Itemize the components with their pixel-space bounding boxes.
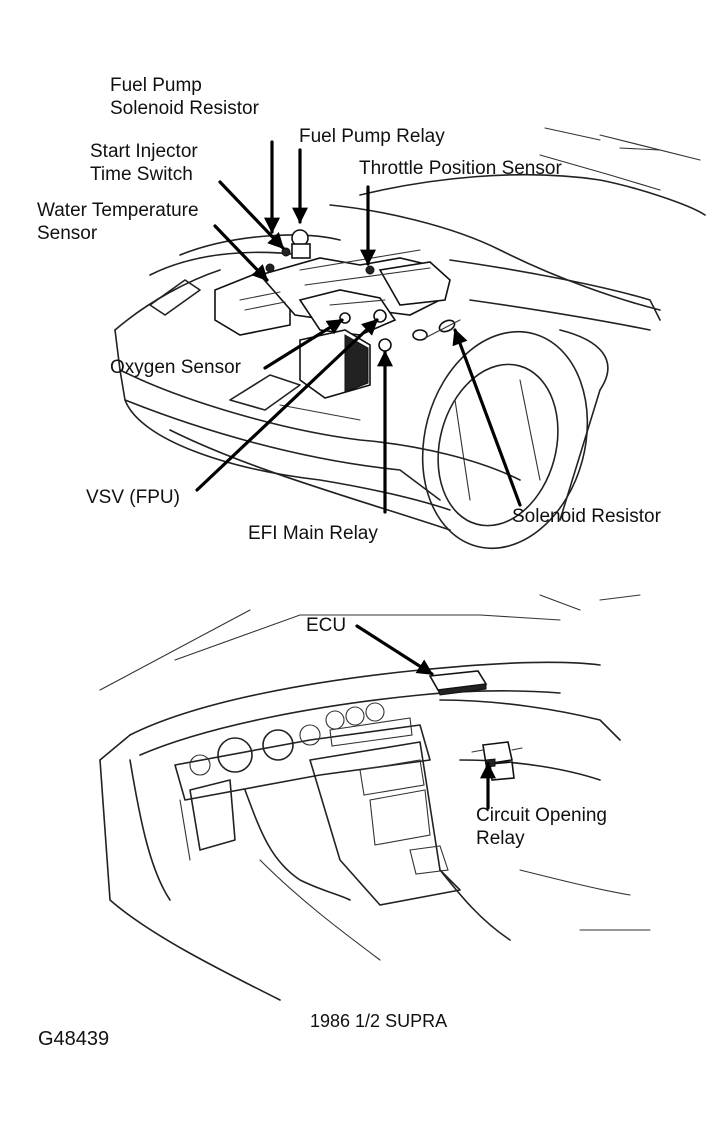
figure-caption: 1986 1/2 SUPRA <box>310 1011 448 1031</box>
leader-vsv-fpu <box>195 318 379 492</box>
leader-water-temperature-sensor <box>213 224 269 282</box>
label-oxygen-sensor: Oxygen Sensor <box>110 357 241 378</box>
label-start-injector-time-switch: Start Injector Time Switch <box>90 140 198 186</box>
label-line: Relay <box>476 828 525 849</box>
label-line: Water Temperature <box>37 200 199 221</box>
label-water-temperature-sensor: Water Temperature Sensor <box>37 199 199 245</box>
label-vsv-fpu: VSV (FPU) <box>86 487 180 508</box>
figure-id: G48439 <box>38 1028 110 1050</box>
label-line: Solenoid Resistor <box>110 98 259 119</box>
label-circuit-opening-relay: Circuit Opening Relay <box>476 804 607 850</box>
car-front-illustration <box>114 127 706 550</box>
label-fuel-pump-solenoid-resistor: Fuel Pump Solenoid Resistor <box>110 74 259 120</box>
leader-start-injector-time-switch <box>218 180 285 250</box>
label-line: Start Injector <box>90 141 198 162</box>
leader-solenoid-resistor <box>452 328 522 507</box>
leader-lines-engine <box>195 140 522 514</box>
label-line: Sensor <box>37 223 98 244</box>
dashboard-illustration <box>99 594 651 1001</box>
label-solenoid-resistor: Solenoid Resistor <box>512 506 661 527</box>
leader-lines-dash <box>355 624 496 810</box>
leader-oxygen-sensor <box>263 318 344 370</box>
label-efi-main-relay: EFI Main Relay <box>248 523 378 544</box>
label-line: Fuel Pump <box>110 75 202 96</box>
label-throttle-position-sensor: Throttle Position Sensor <box>359 158 562 179</box>
label-fuel-pump-relay: Fuel Pump Relay <box>299 126 445 147</box>
label-line: Circuit Opening <box>476 805 607 826</box>
label-line: Time Switch <box>90 164 193 185</box>
leader-ecu <box>355 624 434 676</box>
label-ecu: ECU <box>306 615 347 636</box>
